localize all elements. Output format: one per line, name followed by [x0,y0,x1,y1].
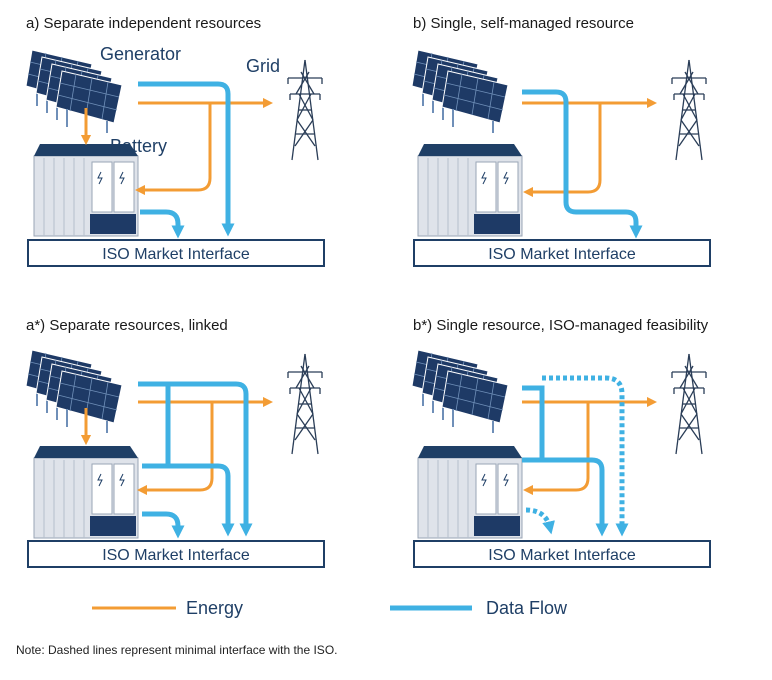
generator-label: Generator [100,44,181,64]
panel-b-star: b*) Single resource, ISO-managed feasibi… [411,317,711,568]
panel-a-star: a*) Separate resources, linked ISO Marke… [25,317,325,568]
legend-energy-label: Energy [186,598,243,618]
grid-label: Grid [246,56,280,76]
battery-icon [417,445,523,539]
iso-market-interface-box [413,540,711,568]
dashed-data-flow-arrows [525,375,629,537]
legend: Energy Data Flow [92,598,568,618]
panel-a-star-title: a*) Separate resources, linked [26,317,228,334]
iso-market-interface-label: ISO Market Interface [488,547,636,564]
panel-b-title: b) Single, self-managed resource [413,15,634,32]
grid-tower-icon [671,353,707,455]
grid-tower-icon [287,59,323,161]
panel-a: a) Separate independent resources Genera… [25,15,325,267]
iso-market-interface-label: ISO Market Interface [488,246,636,263]
solar-generator-icon [411,349,509,434]
iso-market-interface-label: ISO Market Interface [102,246,250,263]
data-flow-arrows [522,89,643,239]
data-flow-arrows [138,81,235,239]
battery-label: Battery [110,136,167,156]
solar-generator-icon [411,49,509,134]
battery-icon [417,143,523,237]
iso-market-interface-box [27,540,325,568]
data-flow-arrows [522,385,609,537]
battery-icon [33,143,139,237]
data-flow-arrows [138,381,253,539]
battery-icon [33,445,139,539]
energy-flow-arrows [80,97,274,196]
panel-b-star-title: b*) Single resource, ISO-managed feasibi… [413,317,709,334]
grid-tower-icon [287,353,323,455]
iso-market-interface-box [27,239,325,267]
panel-a-title: a) Separate independent resources [26,15,261,32]
iso-market-interface-box [413,239,711,267]
panel-b: b) Single, self-managed resource ISO Mar… [411,15,711,267]
energy-flow-arrows [522,97,658,198]
grid-tower-icon [671,59,707,161]
footnote: Note: Dashed lines represent minimal int… [16,643,338,657]
legend-data-flow-label: Data Flow [486,598,568,618]
solar-generator-icon [25,349,123,434]
iso-market-interface-label: ISO Market Interface [102,547,250,564]
